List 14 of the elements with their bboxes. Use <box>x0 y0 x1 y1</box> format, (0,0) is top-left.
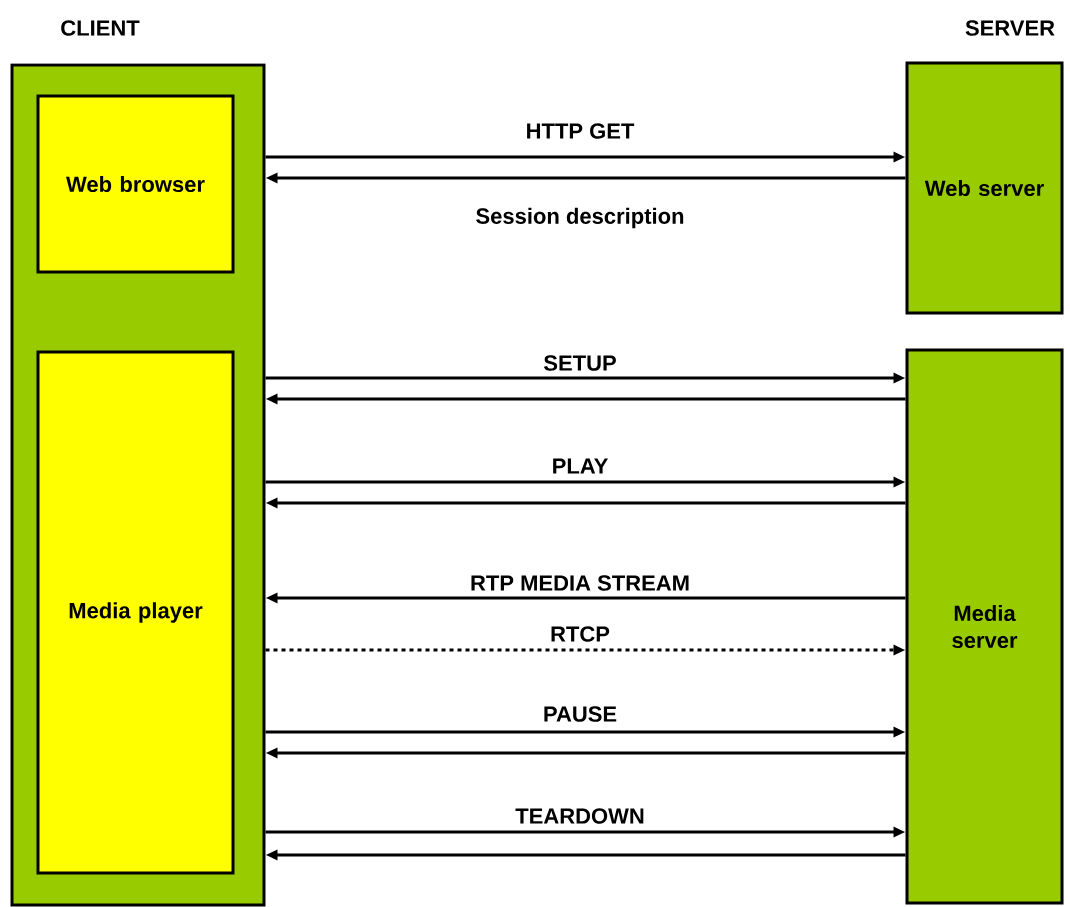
node-label: CLIENT <box>61 20 140 36</box>
edge-label: PLAY <box>550 457 610 475</box>
edge-label: SETUP <box>542 354 618 372</box>
edge-label: HTTP GET <box>524 122 636 140</box>
process-box: Web browser <box>36 94 235 274</box>
edge-label: RTCP <box>549 625 611 643</box>
heading: SERVER <box>965 20 1055 36</box>
process-box: Web server <box>905 61 1064 315</box>
process-box: Media server <box>905 348 1064 905</box>
process-box: Media player <box>36 350 235 875</box>
edge-label: Session description <box>474 206 686 230</box>
edge-label: TEARDOWN <box>514 807 646 825</box>
edge-label: RTP MEDIA STREAM <box>469 574 691 592</box>
edge-label: PAUSE <box>541 705 619 723</box>
